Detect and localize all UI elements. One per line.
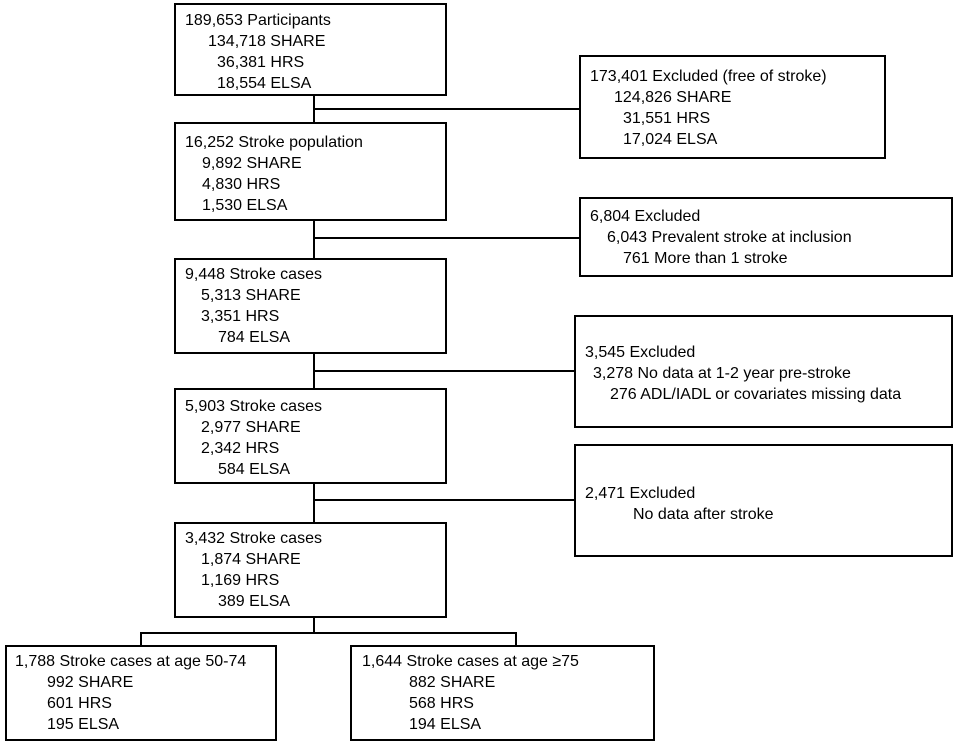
connector-split-left [140,632,142,645]
stage-title: 9,448 Stroke cases [185,266,322,283]
stage-share: 9,892 SHARE [202,155,302,172]
exclusion-share: 124,826 SHARE [614,89,732,106]
connector-split-horizontal [140,632,517,634]
connector-exclusion2 [313,237,580,239]
stage-elsa: 1,530 ELSA [202,197,288,214]
stage-box-participants: 189,653 Participants 134,718 SHARE 36,38… [174,3,447,96]
stage-hrs: 2,342 HRS [201,440,280,457]
age-group-box-50-74: 1,788 Stroke cases at age 50-74 992 SHAR… [5,645,277,741]
stage-share: 5,313 SHARE [201,287,301,304]
age-group-title: 1,644 Stroke cases at age ≥75 [362,653,579,670]
exclusion-box-missing-data: 3,545 Excluded 3,278 No data at 1-2 year… [574,315,953,428]
age-group-box-75-plus: 1,644 Stroke cases at age ≥75 882 SHARE … [350,645,655,741]
exclusion-reason: 3,278 No data at 1-2 year pre-stroke [593,365,851,382]
stage-title: 16,252 Stroke population [185,134,363,151]
exclusion-reason: 761 More than 1 stroke [623,250,788,267]
stage-elsa: 584 ELSA [218,461,291,478]
connector-exclusion1 [313,108,580,110]
stage-box-stroke-cases-2: 5,903 Stroke cases 2,977 SHARE 2,342 HRS… [174,388,447,484]
age-group-elsa: 195 ELSA [47,716,120,733]
exclusion-hrs: 31,551 HRS [623,110,711,127]
stage-elsa: 18,554 ELSA [217,75,312,92]
exclusion-reason: No data after stroke [633,506,774,523]
stage-box-stroke-cases-3: 3,432 Stroke cases 1,874 SHARE 1,169 HRS… [174,522,447,618]
age-group-elsa: 194 ELSA [409,716,482,733]
exclusion-reason: 276 ADL/IADL or covariates missing data [610,386,902,403]
age-group-hrs: 601 HRS [47,695,112,712]
stage-share: 2,977 SHARE [201,419,301,436]
age-group-title: 1,788 Stroke cases at age 50-74 [15,653,247,670]
connector-stage5-split [313,616,315,633]
stage-title: 3,432 Stroke cases [185,530,322,547]
exclusion-title: 3,545 Excluded [585,344,696,361]
exclusion-title: 6,804 Excluded [590,208,701,225]
stage-share: 1,874 SHARE [201,551,301,568]
connector-exclusion4 [313,499,575,501]
exclusion-box-free-of-stroke: 173,401 Excluded (free of stroke) 124,82… [579,55,886,159]
connector-exclusion3 [313,370,575,372]
stage-box-stroke-population: 16,252 Stroke population 9,892 SHARE 4,8… [174,122,447,221]
age-group-share: 992 SHARE [47,674,134,691]
stage-share: 134,718 SHARE [208,33,326,50]
connector-split-right [515,632,517,645]
stage-hrs: 4,830 HRS [202,176,281,193]
stage-title: 5,903 Stroke cases [185,398,322,415]
stage-elsa: 784 ELSA [218,329,291,346]
stage-hrs: 1,169 HRS [201,572,280,589]
exclusion-reason: 6,043 Prevalent stroke at inclusion [607,229,852,246]
connector-stage4-stage5 [313,482,315,522]
exclusion-title: 173,401 Excluded (free of stroke) [590,68,827,85]
stage-hrs: 3,351 HRS [201,308,280,325]
stage-title: 189,653 Participants [185,12,331,29]
stage-hrs: 36,381 HRS [217,54,305,71]
exclusion-box-no-data-after-stroke: 2,471 Excluded No data after stroke [574,444,953,557]
exclusion-elsa: 17,024 ELSA [623,131,718,148]
exclusion-title: 2,471 Excluded [585,485,696,502]
age-group-hrs: 568 HRS [409,695,474,712]
stage-elsa: 389 ELSA [218,593,291,610]
stage-box-stroke-cases-1: 9,448 Stroke cases 5,313 SHARE 3,351 HRS… [174,258,447,354]
exclusion-box-prevalent-stroke: 6,804 Excluded 6,043 Prevalent stroke at… [579,197,953,277]
age-group-share: 882 SHARE [409,674,496,691]
